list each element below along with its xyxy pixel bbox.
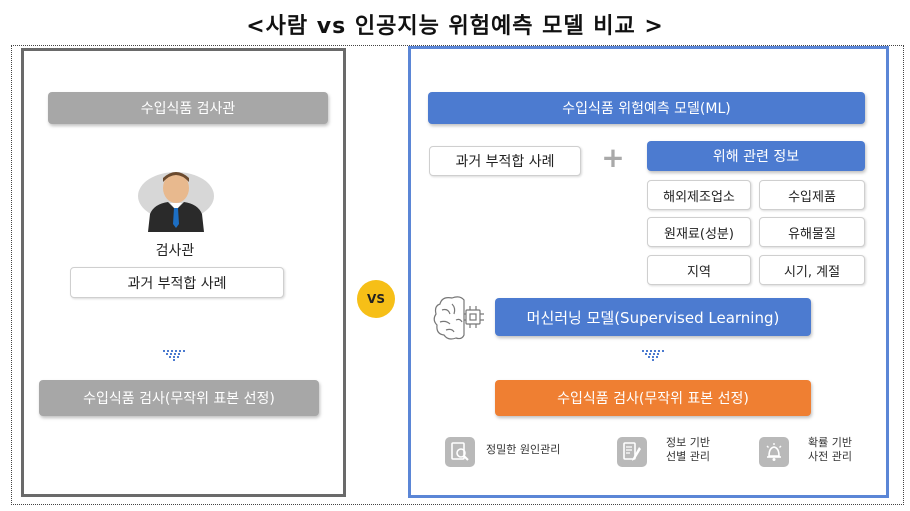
plus-icon: +	[601, 141, 625, 174]
feature-label: 정보 기반 선별 관리	[666, 436, 736, 464]
outer-frame	[11, 45, 904, 505]
ml-history-label: 과거 부적합 사례	[455, 154, 555, 170]
feature-label-line2: 선별 관리	[666, 450, 710, 463]
alarm-bell-icon	[759, 437, 789, 467]
inspector-history-label: 과거 부적합 사례	[127, 275, 227, 292]
risk-item-label: 원재료(성분)	[664, 226, 734, 242]
brain-chip-icon	[433, 296, 484, 340]
down-arrow-icon	[163, 350, 185, 361]
inspector-header-label: 수입식품 검사관	[140, 101, 236, 117]
inspector-label: 검사관	[155, 243, 195, 259]
risk-item: 유해물질	[759, 217, 865, 247]
ml-model-box: 머신러닝 모델(Supervised Learning)	[495, 298, 811, 336]
feature-label: 확률 기반 사전 관리	[808, 436, 878, 464]
risk-item: 지역	[647, 255, 751, 285]
risk-item: 원재료(성분)	[647, 217, 751, 247]
risk-item-label: 유해물질	[788, 226, 836, 242]
ml-result-label: 수입식품 검사(무작위 표본 선정)	[557, 391, 749, 407]
inspector-result-label: 수입식품 검사(무작위 표본 선정)	[83, 391, 275, 407]
ml-model-label: 머신러닝 모델(Supervised Learning)	[526, 308, 780, 327]
feature-label-line1: 확률 기반	[808, 436, 852, 449]
magnifier-document-icon	[445, 437, 475, 467]
risk-info-header: 위해 관련 정보	[647, 141, 865, 171]
risk-item: 해외제조업소	[647, 180, 751, 210]
risk-item: 수입제품	[759, 180, 865, 210]
ml-result-box: 수입식품 검사(무작위 표본 선정)	[495, 380, 811, 416]
risk-info-header-label: 위해 관련 정보	[712, 149, 800, 165]
ml-header: 수입식품 위험예측 모델(ML)	[428, 92, 865, 124]
inspector-history-box: 과거 부적합 사례	[70, 267, 284, 298]
vs-badge: VS	[357, 280, 395, 318]
risk-item: 시기, 계절	[759, 255, 865, 285]
risk-item-label: 시기, 계절	[783, 264, 841, 280]
inspector-header: 수입식품 검사관	[48, 92, 328, 124]
risk-item-label: 수입제품	[788, 189, 836, 205]
ml-history-box: 과거 부적합 사례	[429, 146, 581, 176]
inspector-person-icon	[138, 172, 214, 232]
inspector-result-box: 수입식품 검사(무작위 표본 선정)	[39, 380, 319, 416]
feature-label: 정밀한 원인관리	[486, 443, 561, 456]
risk-item-label: 해외제조업소	[663, 189, 735, 205]
feature-label-line1: 정보 기반	[666, 436, 710, 449]
risk-item-label: 지역	[687, 264, 711, 280]
feature-label-line2: 사전 관리	[808, 450, 852, 463]
document-pen-icon	[617, 437, 647, 467]
down-arrow-icon	[642, 350, 664, 361]
ml-header-label: 수입식품 위험예측 모델(ML)	[562, 101, 731, 117]
page-title: <사람 vs 인공지능 위험예측 모델 비교 >	[246, 14, 664, 39]
